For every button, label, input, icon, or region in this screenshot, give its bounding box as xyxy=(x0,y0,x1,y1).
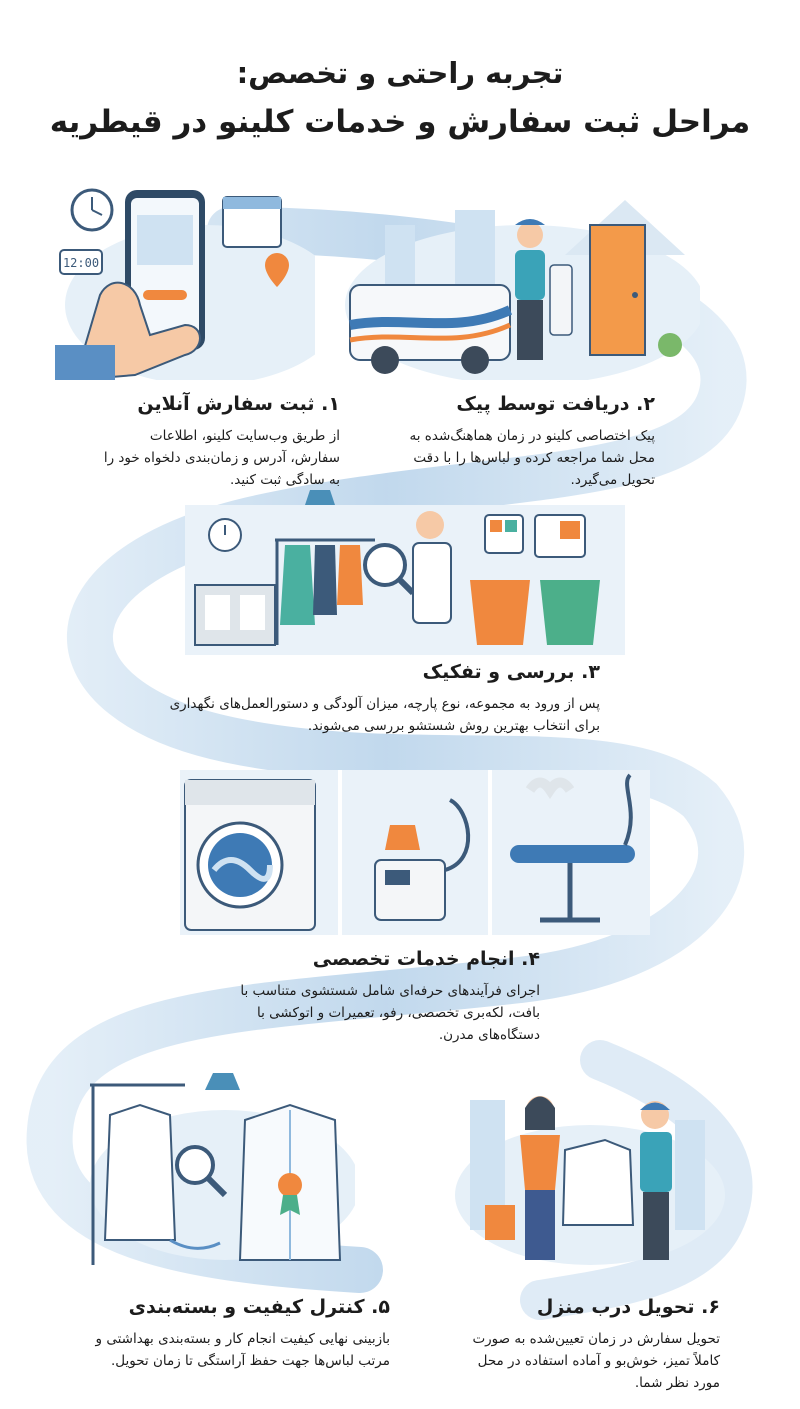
inspection-icon xyxy=(185,490,625,655)
clock-display: 12:00 xyxy=(63,256,99,270)
step-3: ۳. بررسی و تفکیک پس از ورود به مجموعه، ن… xyxy=(140,661,600,737)
step-5: ۵. کنترل کیفیت و بسته‌بندی بازبینی نهایی… xyxy=(95,1296,390,1372)
step-3-title: ۳. بررسی و تفکیک xyxy=(140,661,600,683)
step-1-title: ۱. ثبت سفارش آنلاین xyxy=(100,393,340,415)
home-delivery-icon xyxy=(455,1096,725,1265)
step-3-title-text: بررسی و تفکیک xyxy=(422,661,575,683)
washing-machine-icon xyxy=(180,770,650,935)
step-4: ۴. انجام خدمات تخصصی اجرای فرآیندهای حرف… xyxy=(230,948,540,1046)
step-2-title-text: دریافت توسط پیک xyxy=(456,393,630,415)
step-4-title: ۴. انجام خدمات تخصصی xyxy=(230,948,540,970)
step-2-description: پیک اختصاصی کلینو در زمان هماهنگ‌شده به … xyxy=(409,428,655,488)
step-5-title: ۵. کنترل کیفیت و بسته‌بندی xyxy=(95,1296,390,1318)
step-1-description: از طریق وب‌سایت کلینو، اطلاعات سفارش، آد… xyxy=(103,428,340,488)
step-6-title-text: تحویل درب منزل xyxy=(536,1296,695,1318)
page-title-line1: تجربه راحتی و تخصص: xyxy=(236,56,564,90)
step-2: ۲. دریافت توسط پیک پیک اختصاصی کلینو در … xyxy=(380,393,655,491)
step-3-number: ۳. xyxy=(581,661,600,683)
step-1: ۱. ثبت سفارش آنلاین از طریق وب‌سایت کلین… xyxy=(100,393,340,491)
step-5-title-text: کنترل کیفیت و بسته‌بندی xyxy=(128,1296,365,1318)
step-1-title-text: ثبت سفارش آنلاین xyxy=(137,393,315,415)
step-5-description: بازبینی نهایی کیفیت انجام کار و بسته‌بند… xyxy=(95,1331,390,1369)
step-5-number: ۵. xyxy=(371,1296,390,1318)
delivery-van-icon xyxy=(345,200,700,380)
step-2-number: ۲. xyxy=(636,393,655,415)
step-4-description: اجرای فرآیندهای حرفه‌ای شامل شستشوی متنا… xyxy=(240,983,540,1043)
step-6-description: تحویل سفارش در زمان تعیین‌شده به صورت کا… xyxy=(472,1331,720,1391)
step-3-description: پس از ورود به مجموعه، نوع پارچه، میزان آ… xyxy=(169,696,600,734)
page-title-line2: مراحل ثبت سفارش و خدمات کلینو در قیطریه xyxy=(49,104,751,140)
phone-calendar-icon: 12:00 xyxy=(55,188,315,380)
step-6-number: ۶. xyxy=(701,1296,720,1318)
quality-check-icon xyxy=(90,1073,355,1265)
step-6-title: ۶. تحویل درب منزل xyxy=(455,1296,720,1318)
step-1-number: ۱. xyxy=(321,393,340,415)
step-2-title: ۲. دریافت توسط پیک xyxy=(380,393,655,415)
step-6: ۶. تحویل درب منزل تحویل سفارش در زمان تع… xyxy=(455,1296,720,1394)
step-4-number: ۴. xyxy=(521,948,540,970)
step-4-title-text: انجام خدمات تخصصی xyxy=(312,948,515,970)
